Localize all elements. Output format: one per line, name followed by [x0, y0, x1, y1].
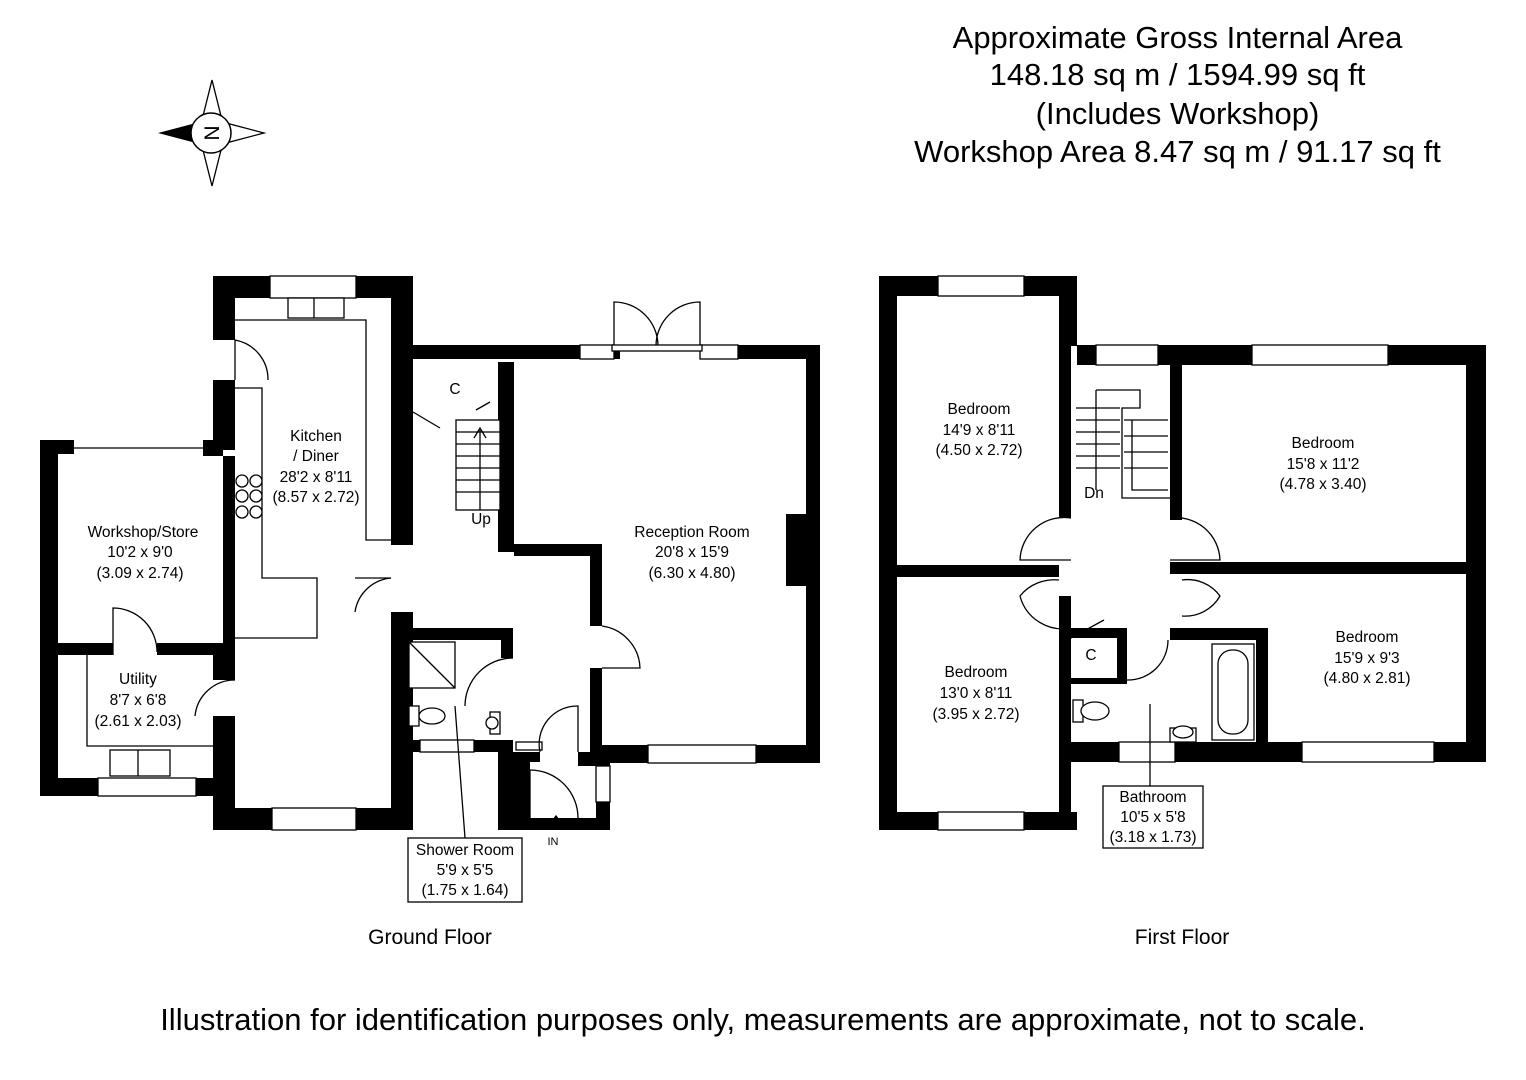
bathroom-size-metric: (3.18 x 1.73)	[1109, 829, 1196, 846]
ground-floor-plan	[40, 275, 820, 831]
bedroom4-name: Bedroom	[1336, 629, 1399, 646]
ground-stairs-label: Up	[471, 511, 491, 528]
bathroom-label-box	[1102, 785, 1204, 849]
bedroom1-size-imperial: 14'9 x 8'11	[943, 422, 1016, 439]
compass-north-label: N	[201, 125, 224, 140]
compass-icon: N	[158, 79, 267, 187]
first-floor-title: First Floor	[1134, 926, 1230, 949]
area-total: 148.18 sq m / 1594.99 sq ft	[989, 57, 1366, 92]
ground-floor-title: Ground Floor	[368, 926, 492, 949]
bedroom1-size-metric: (4.50 x 2.72)	[935, 442, 1022, 459]
bedroom2-name: Bedroom	[1292, 435, 1355, 452]
workshop-name: Workshop/Store	[88, 524, 199, 541]
reception-name: Reception Room	[634, 524, 749, 541]
shower-name: Shower Room	[416, 842, 514, 859]
bathroom-name: Bathroom	[1119, 789, 1186, 806]
utility-size-metric: (2.61 x 2.03)	[94, 713, 181, 730]
bedroom2-size-metric: (4.78 x 3.40)	[1279, 476, 1366, 493]
kitchen-size-imperial: 28'2 x 8'11	[280, 469, 353, 486]
reception-size-metric: (6.30 x 4.80)	[648, 565, 735, 582]
bedroom4-size-imperial: 15'9 x 9'3	[1334, 650, 1399, 667]
kitchen-name-line2: / Diner	[293, 448, 339, 465]
workshop-size-metric: (3.09 x 2.74)	[96, 565, 183, 582]
shower-size-imperial: 5'9 x 5'5	[437, 862, 494, 879]
disclaimer-text: Illustration for identification purposes…	[160, 1002, 1366, 1037]
bedroom3-size-metric: (3.95 x 2.72)	[932, 706, 1019, 723]
first-cupboard-label: C	[1085, 647, 1096, 664]
workshop-size-imperial: 10'2 x 9'0	[107, 544, 173, 561]
ground-cupboard-label: C	[449, 381, 460, 398]
ground-staircase	[455, 419, 501, 511]
shower-size-metric: (1.75 x 1.64)	[421, 882, 508, 899]
hob-icon	[235, 474, 263, 519]
kitchen-name-line1: Kitchen	[290, 428, 342, 445]
utility-name: Utility	[119, 671, 157, 688]
kitchen-size-metric: (8.57 x 2.72)	[272, 489, 359, 506]
reception-size-imperial: 20'8 x 15'9	[655, 544, 729, 561]
entrance-label: IN	[548, 836, 559, 848]
bedroom4-size-metric: (4.80 x 2.81)	[1323, 670, 1410, 687]
utility-size-imperial: 8'7 x 6'8	[110, 692, 167, 709]
first-staircase	[1076, 389, 1170, 499]
bedroom1-name: Bedroom	[948, 401, 1011, 418]
first-stairs-label: Dn	[1084, 485, 1104, 502]
bathroom-size-imperial: 10'5 x 5'8	[1120, 809, 1185, 826]
shower-room-label-box	[407, 837, 523, 903]
area-title: Approximate Gross Internal Area	[952, 20, 1403, 55]
bedroom3-name: Bedroom	[945, 664, 1008, 681]
bedroom2-size-imperial: 15'8 x 11'2	[1287, 456, 1360, 473]
bedroom3-size-imperial: 13'0 x 8'11	[940, 685, 1013, 702]
area-includes-note: (Includes Workshop)	[1035, 96, 1320, 131]
first-floor-plan	[879, 275, 1486, 831]
workshop-area: Workshop Area 8.47 sq m / 91.17 sq ft	[914, 134, 1441, 169]
